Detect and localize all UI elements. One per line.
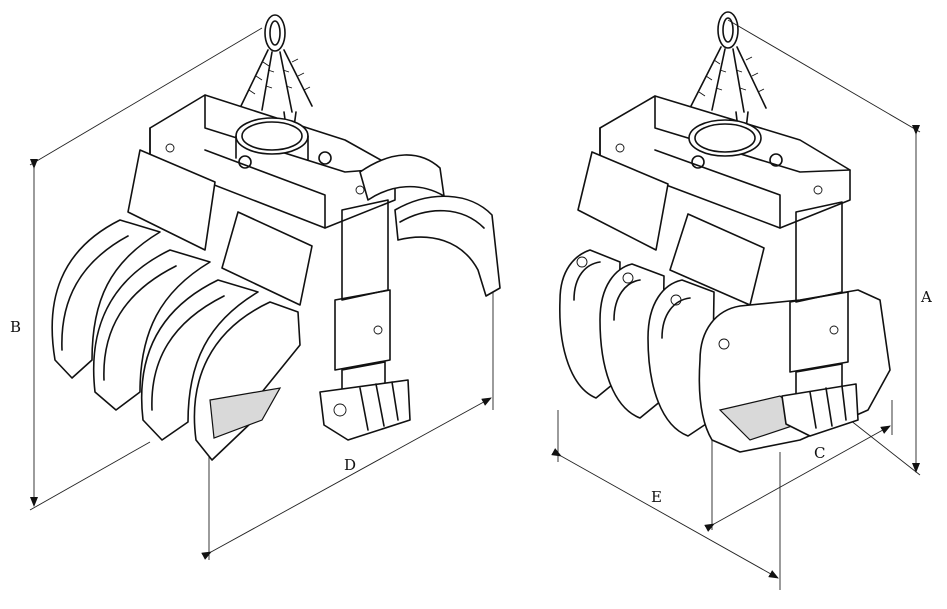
hydraulic-cylinder — [319, 199, 411, 441]
shield-plate — [221, 211, 313, 306]
dimension-e-line — [551, 448, 779, 579]
hydraulic-cylinder-right — [781, 201, 859, 437]
shield-plate — [127, 149, 216, 251]
dimension-b-label: B — [10, 318, 21, 336]
dimension-d-line — [201, 397, 492, 560]
closed-grab-view: A C E — [551, 11, 932, 590]
dimension-c-label: C — [814, 444, 825, 462]
dimension-d-label: D — [344, 456, 356, 474]
open-grab-view: B D — [10, 14, 501, 560]
open-tines — [51, 154, 501, 461]
dimension-a-label-text: A — [920, 288, 932, 306]
dimension-e-label: E — [651, 488, 662, 506]
